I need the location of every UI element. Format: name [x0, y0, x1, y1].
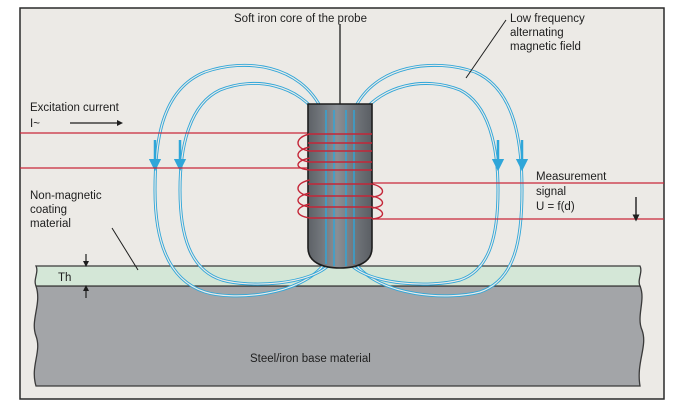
measurement-label-line2: signal [536, 186, 566, 198]
excitation-coil [297, 133, 372, 171]
probe-core [307, 103, 373, 269]
coating-leader [111, 227, 139, 271]
probe-core-label: Soft iron core of the probe [234, 13, 367, 25]
field-loop-right-inner-hl [349, 82, 499, 285]
coating-label-line2: coating [30, 204, 67, 216]
thickness-label: Th [58, 272, 71, 284]
non-magnetic-coating-layer [34, 265, 642, 287]
field-label-line2: alternating [510, 27, 564, 39]
probe-field-lines [325, 110, 355, 266]
coating-label-line1: Non-magnetic [30, 190, 102, 202]
field-loop-right-outer-hl [353, 64, 523, 297]
field-label-line1: Low frequency [510, 13, 585, 25]
measurement-label-line3: U = f(d) [536, 201, 575, 213]
excitation-label-line1: Excitation current [30, 102, 120, 114]
measurement-coil [297, 179, 384, 220]
coating-label-line3: material [30, 218, 71, 230]
field-loop-left-outer-inner [154, 64, 327, 297]
base-material-label: Steel/iron base material [250, 353, 371, 365]
measurement-label-line1: Measurement [536, 171, 607, 183]
excitation-label-line2: I~ [30, 118, 40, 130]
field-label-line3: magnetic field [510, 41, 581, 53]
steel-base-material [33, 285, 645, 387]
field-leader [465, 19, 507, 79]
field-loop-left-inner-hl [179, 82, 331, 285]
